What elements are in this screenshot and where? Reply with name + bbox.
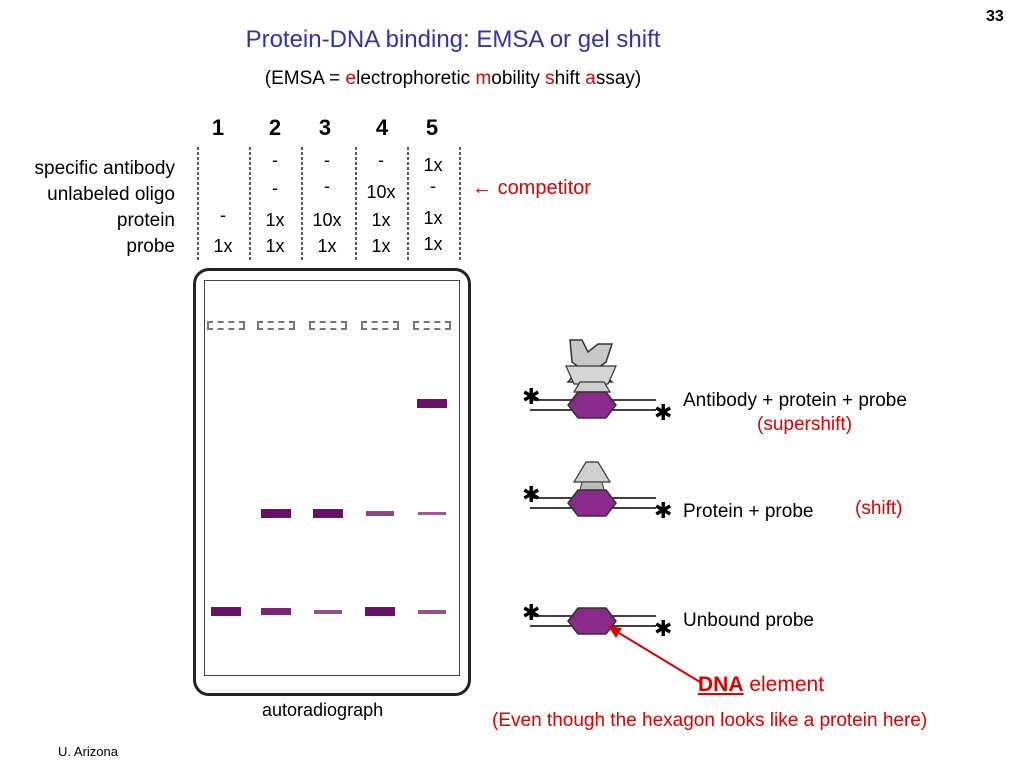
gel-well xyxy=(413,321,451,330)
hexagon-icon xyxy=(567,489,617,517)
hexagon-icon xyxy=(567,391,617,419)
asterisk-icon: ✱ xyxy=(654,499,672,524)
lane-header-4: 4 xyxy=(375,115,389,140)
table-cell: - xyxy=(324,176,330,196)
competitor-text: competitor xyxy=(497,177,591,199)
antibody-icon xyxy=(565,339,617,385)
subtitle-part: ssay) xyxy=(595,68,642,89)
subtitle-part: (EMSA = xyxy=(264,68,346,89)
table-cell: - xyxy=(220,205,226,225)
gel-well xyxy=(257,321,295,330)
asterisk-icon: ✱ xyxy=(654,617,672,642)
protein-icon xyxy=(572,381,612,393)
footer-credit: U. Arizona xyxy=(58,744,118,759)
dna-word: DNA xyxy=(698,673,744,696)
label-antibody-complex: Antibody + protein + probe xyxy=(683,390,907,411)
table-cell: 1x xyxy=(265,236,285,256)
competitor-label: ← competitor xyxy=(472,177,591,200)
hexagon-note: (Even though the hexagon looks like a pr… xyxy=(492,710,928,731)
table-cell: 1x xyxy=(423,155,443,175)
subtitle-letter-s: s xyxy=(545,68,555,89)
dna-pointer-arrow xyxy=(608,626,701,683)
gel-well xyxy=(361,321,399,330)
label-shift: (shift) xyxy=(855,498,903,519)
subtitle-letter-e: e xyxy=(345,68,357,89)
left-arrow-icon: ← xyxy=(472,177,492,199)
subtitle-part: lectrophoretic xyxy=(356,68,476,89)
table-cell: 1x xyxy=(371,236,391,256)
page-subtitle: (EMSA = electrophoretic mobility shift a… xyxy=(0,68,906,90)
protein-icon xyxy=(572,461,612,483)
table-cell: - xyxy=(378,150,384,170)
lane-header-1: 1 xyxy=(211,115,225,140)
gel-band-unbound xyxy=(261,608,291,615)
gel-frame xyxy=(193,268,471,696)
gel-band-unbound xyxy=(211,607,241,616)
label-dna-element: DNA element xyxy=(698,673,824,697)
row-label-unlabeled-oligo: unlabeled oligo xyxy=(47,184,175,205)
gel-well xyxy=(309,321,347,330)
lane-header-3: 3 xyxy=(318,115,332,140)
row-label-protein: protein xyxy=(116,210,175,231)
complex-illustrations: ✱ ✱ ✱ ✱ ✱ ✱ xyxy=(522,339,672,642)
label-supershift: (supershift) xyxy=(757,414,853,435)
row-label-probe: probe xyxy=(126,236,175,257)
asterisk-icon: ✱ xyxy=(522,385,540,410)
table-cell: 10x xyxy=(312,210,342,230)
page-title: Protein-DNA binding: EMSA or gel shift xyxy=(245,26,661,53)
table-cell: 1x xyxy=(213,236,233,256)
gel-band-shift xyxy=(418,512,446,515)
table-cell: - xyxy=(324,150,330,170)
asterisk-icon: ✱ xyxy=(522,601,540,626)
table-cell: 1x xyxy=(423,208,443,228)
subtitle-letter-a: a xyxy=(585,68,596,89)
element-word: element xyxy=(743,673,825,696)
asterisk-icon: ✱ xyxy=(654,401,672,426)
subtitle-part: obility xyxy=(491,68,546,89)
table-cell: 1x xyxy=(371,210,391,230)
condition-table-grid xyxy=(197,147,461,260)
gel-band-supershift xyxy=(417,399,447,408)
gel-band-shift xyxy=(366,511,394,516)
gel-caption: autoradiograph xyxy=(262,700,384,720)
subtitle-letter-m: m xyxy=(475,68,492,89)
table-cell: - xyxy=(272,178,278,198)
subtitle-part: hift xyxy=(554,68,586,89)
label-unbound-probe: Unbound probe xyxy=(683,610,814,631)
table-cell: 1x xyxy=(317,236,337,256)
gel-lane-area xyxy=(204,280,460,676)
table-cell: - xyxy=(430,176,436,196)
table-cell: 1x xyxy=(265,210,285,230)
gel-well xyxy=(207,321,245,330)
lane-header-5: 5 xyxy=(425,115,439,140)
label-protein-probe: Protein + probe xyxy=(683,501,814,522)
gel-band-shift xyxy=(261,509,291,518)
protein-icon xyxy=(579,481,605,491)
background-texture xyxy=(0,140,1000,760)
gel-band-unbound xyxy=(314,609,342,614)
gel-band-shift xyxy=(313,509,343,518)
row-label-specific-antibody: specific antibody xyxy=(34,158,175,179)
gel-band-unbound xyxy=(418,609,446,614)
gel-band-unbound xyxy=(365,607,395,616)
asterisk-icon: ✱ xyxy=(522,483,540,508)
table-cell: 1x xyxy=(423,234,443,254)
lane-header-2: 2 xyxy=(268,115,282,140)
hexagon-icon xyxy=(567,607,617,635)
table-cell: - xyxy=(272,150,278,170)
table-cell: 10x xyxy=(366,182,396,202)
page-number: 33 xyxy=(986,8,1004,25)
